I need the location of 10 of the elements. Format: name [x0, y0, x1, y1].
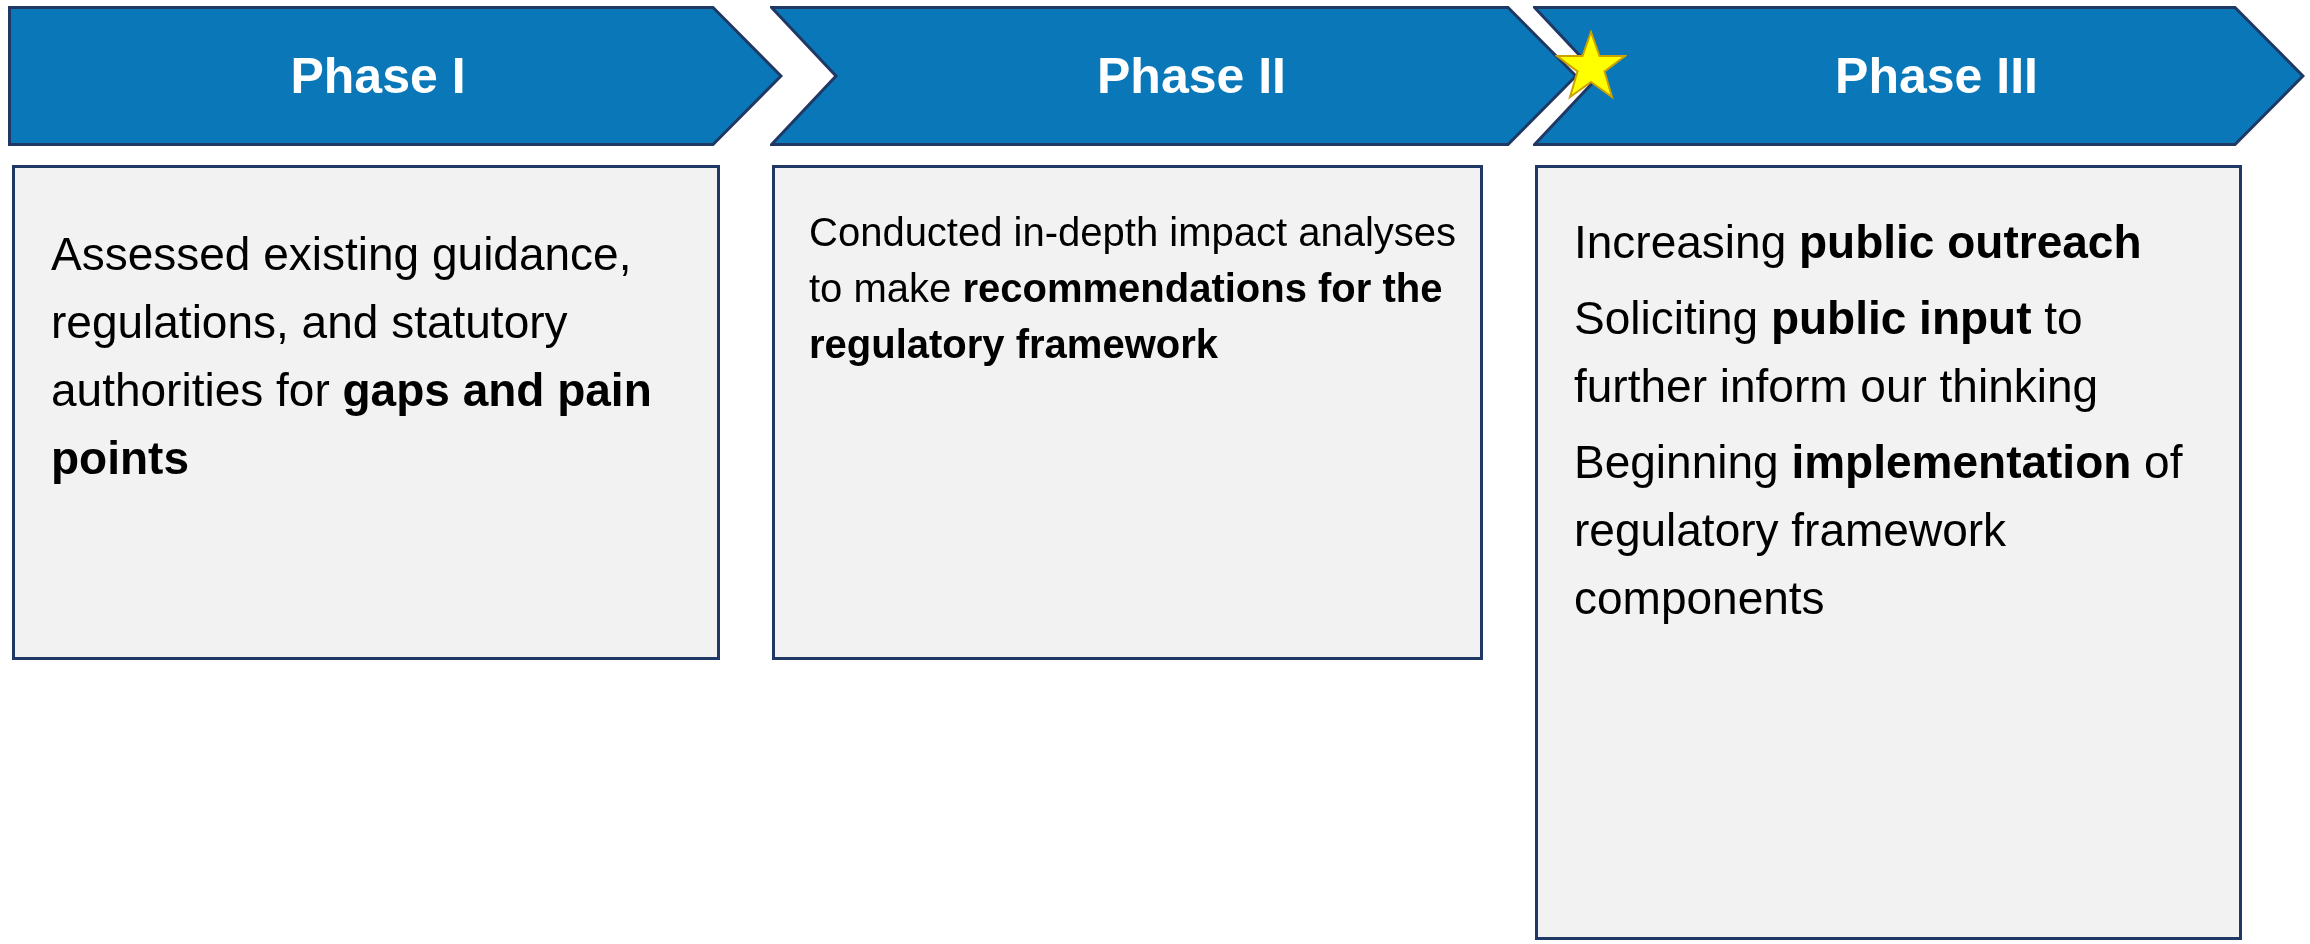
description-box [12, 165, 720, 660]
phase-title: Phase III [1835, 51, 2038, 101]
phase-title: Phase I [290, 51, 466, 101]
description-box [772, 165, 1483, 660]
description-text: Conducted in-depth impact analyses to make recommendations for the regulatory framework [809, 209, 1458, 368]
description-box [1535, 165, 2242, 940]
description-text: Increasing public outreach [1574, 215, 2143, 270]
phase-title: Phase II [1097, 51, 1286, 101]
description-text: Beginning implementation of regulatory framework components [1574, 435, 2184, 626]
description-text: Assessed existing guidance, regulations, and statutory authorities for gaps and pain points [51, 227, 653, 486]
